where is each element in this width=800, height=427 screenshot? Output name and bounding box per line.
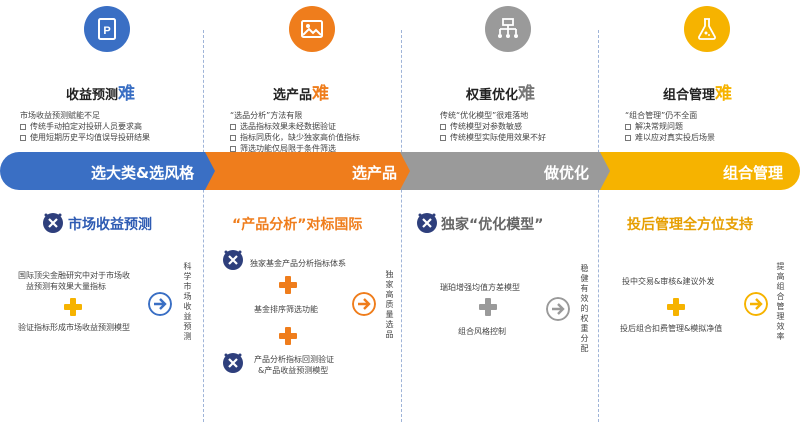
plus-icon: .p1:before,.p1:after{background:#3a6fc4;… [64, 298, 82, 316]
process-band [0, 152, 800, 190]
image-icon [289, 6, 335, 52]
detail-item: 组合风格控制 [458, 327, 506, 336]
plus-icon [667, 298, 685, 316]
result-text: 提高组合管理效率 [776, 262, 785, 341]
band-label: 做优化 [544, 164, 590, 182]
result-text: 独家高质量选品 [385, 270, 394, 339]
band-label: 选大类&选风格 [91, 164, 195, 182]
arrow-right-icon [352, 292, 376, 316]
plus-icon [479, 298, 497, 316]
sub-title: “产品分析”对标国际 [232, 217, 363, 233]
document-icon: P [84, 6, 130, 52]
hierarchy-icon [485, 6, 531, 52]
column-divider [203, 30, 204, 422]
flask-icon [684, 6, 730, 52]
detail-item: 独家基金产品分析指标体系 [250, 259, 346, 268]
detail-item: 瑞珀增强均值方差模型 [440, 283, 520, 292]
column-intro: 传统“优化模型”很难落地 [440, 111, 529, 120]
column-title: 权重优化难 [466, 84, 536, 104]
band-label: 选产品 [352, 164, 398, 182]
result-text: 稳健有效的权重分配 [580, 264, 589, 353]
detail-item: &产品收益预测模型 [258, 366, 329, 375]
sub-title: 投后管理全方位支持 [627, 217, 753, 233]
band-label: 组合管理 [723, 164, 784, 182]
column-divider [401, 30, 402, 422]
bullet-item: 选品指标效果未经数据验证 [230, 121, 336, 132]
bullet-item: 难以应对真实投后场景 [625, 132, 715, 143]
detail-item: 产品分析指标回测验证 [254, 355, 334, 364]
plus-icon [279, 276, 297, 294]
bullet-item: 解决常规问题 [625, 121, 683, 132]
detail-item: 基金排序筛选功能 [254, 305, 318, 314]
plus-icon [279, 327, 297, 345]
robot-icon [417, 213, 437, 233]
column-title: 收益预测难 [66, 84, 136, 104]
robot-icon [223, 353, 243, 373]
svg-text:P: P [103, 25, 110, 37]
column-title: 选产品难 [273, 84, 330, 104]
bullet-item: 筛选功能仅局限于条件筛选 [230, 143, 336, 154]
result-text: 科学市场收益预测 [183, 262, 192, 341]
robot-icon [223, 250, 243, 270]
detail-item: 投后组合扣费管理&模拟净值 [620, 324, 723, 333]
column-intro: 市场收益预测赋能不足 [20, 111, 100, 120]
detail-item: 国际顶尖金融研究中对于市场收 [18, 271, 130, 280]
column-title: 组合管理难 [663, 84, 733, 104]
bullet-item: 指标同质化，缺少独家高价值指标 [230, 132, 360, 143]
detail-item: 益预测有效果大量指标 [26, 282, 106, 291]
arrow-right-icon [546, 297, 570, 321]
bullet-item: 传统模型实际使用效果不好 [440, 132, 546, 143]
sub-title: 市场收益预测 [68, 217, 152, 233]
column-divider [598, 30, 599, 422]
sub-title: 独家“优化模型” [441, 217, 544, 233]
column-intro: “选品分析”方法有限 [230, 111, 303, 120]
arrow-right-icon [744, 292, 768, 316]
detail-item: 投中交易&审核&建议外发 [622, 277, 715, 286]
column-intro: “组合管理”仍不全面 [625, 111, 698, 120]
bullet-item: 传统模型对参数敏感 [440, 121, 522, 132]
robot-icon [43, 213, 63, 233]
arrow-right-icon [148, 292, 172, 316]
bullet-item: 使用短期历史平均值误导投研结果 [20, 132, 150, 143]
bullet-item: 传统手动拍定对投研人员要求高 [20, 121, 142, 132]
detail-item: 验证指标形成市场收益预测模型 [18, 323, 130, 332]
